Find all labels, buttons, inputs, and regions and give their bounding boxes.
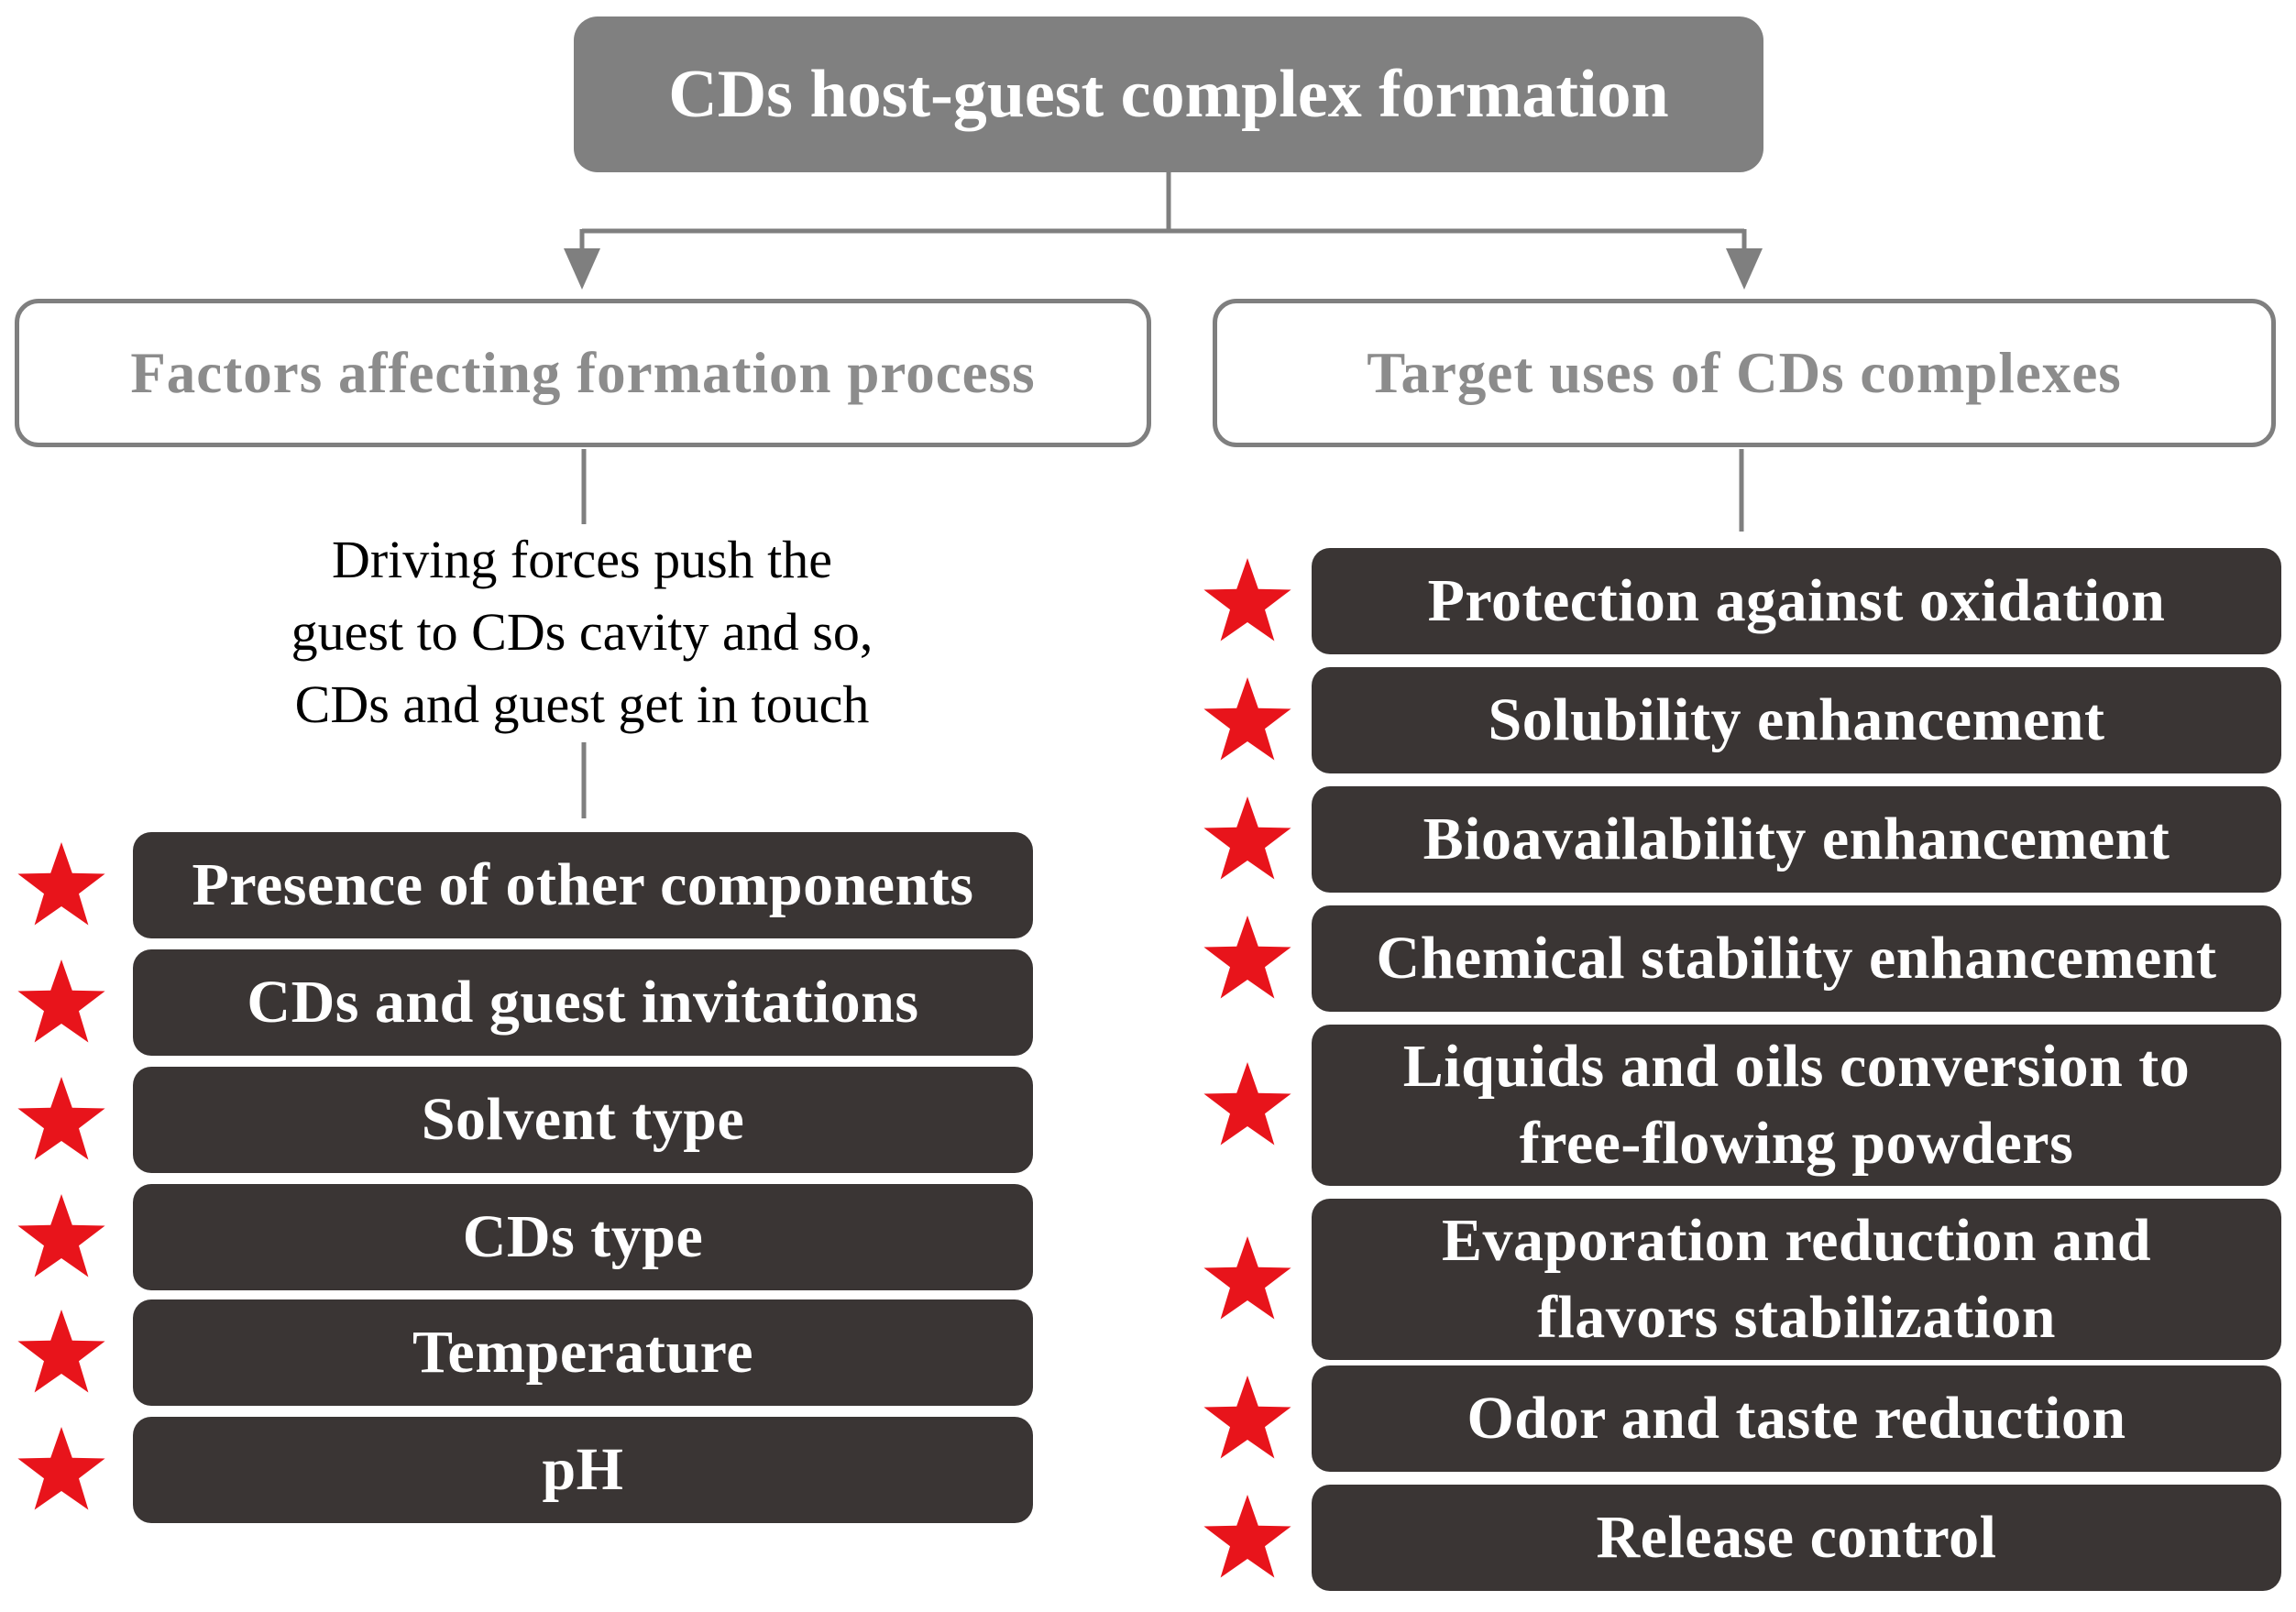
left-item: pH [133, 1417, 1033, 1523]
left-item-label: CDs and guest invitations [247, 968, 919, 1036]
right-item: Evaporation reduction and flavors stabil… [1312, 1199, 2281, 1360]
star-icon [17, 1427, 105, 1510]
right-item-label: Odor and taste reduction [1467, 1384, 2126, 1452]
star-icon [17, 842, 105, 926]
root-node: CDs host-guest complex formation [574, 16, 1763, 172]
left-item: Solvent type [133, 1067, 1033, 1173]
right-item: Release control [1312, 1485, 2281, 1591]
right-item-label: Liquids and oils conversion to free-flow… [1402, 1032, 2191, 1177]
left-item: Presence of other components [133, 832, 1033, 938]
right-item-label: Evaporation reduction and flavors stabil… [1441, 1206, 2152, 1351]
right-item-label: Protection against oxidation [1427, 566, 2166, 634]
star-icon [1203, 916, 1291, 999]
right-item-label: Solubility enhancement [1488, 685, 2105, 753]
star-icon [17, 1194, 105, 1278]
left-item-label: CDs type [462, 1202, 704, 1270]
root-title: CDs host-guest complex formation [668, 56, 1669, 132]
left-branch-title: Factors affecting formation process [130, 340, 1036, 405]
right-item: Chemical stability enhancement [1312, 905, 2281, 1012]
star-icon [17, 1077, 105, 1160]
star-icon [1203, 796, 1291, 880]
right-branch-title: Target uses of CDs complexes [1367, 340, 2122, 405]
star-icon [1203, 1062, 1291, 1146]
right-item: Bioavailability enhancement [1312, 786, 2281, 893]
star-icon [1203, 1495, 1291, 1578]
star-icon [1203, 1376, 1291, 1459]
right-branch-header: Target uses of CDs complexes [1213, 299, 2276, 447]
right-item-label: Chemical stability enhancement [1376, 924, 2217, 992]
left-branch-header: Factors affecting formation process [15, 299, 1151, 447]
left-item-label: Solvent type [421, 1085, 745, 1153]
star-icon [17, 960, 105, 1043]
left-item-label: pH [542, 1435, 624, 1503]
right-item: Odor and taste reduction [1312, 1365, 2281, 1472]
right-item: Protection against oxidation [1312, 548, 2281, 654]
right-item: Liquids and oils conversion to free-flow… [1312, 1025, 2281, 1186]
star-icon [1203, 1236, 1291, 1320]
right-item: Solubility enhancement [1312, 667, 2281, 773]
left-item: Temperature [133, 1299, 1033, 1406]
right-item-label: Release control [1596, 1503, 1997, 1571]
left-item: CDs type [133, 1184, 1033, 1290]
left-item-label: Presence of other components [192, 850, 974, 918]
driving-forces-note: Driving forces push the guest to CDs cav… [291, 530, 873, 734]
star-icon [17, 1310, 105, 1393]
star-icon [1203, 558, 1291, 642]
left-item-label: Temperature [412, 1318, 754, 1386]
right-item-label: Bioavailability enhancement [1423, 805, 2170, 872]
left-item: CDs and guest invitations [133, 949, 1033, 1056]
star-icon [1203, 677, 1291, 761]
